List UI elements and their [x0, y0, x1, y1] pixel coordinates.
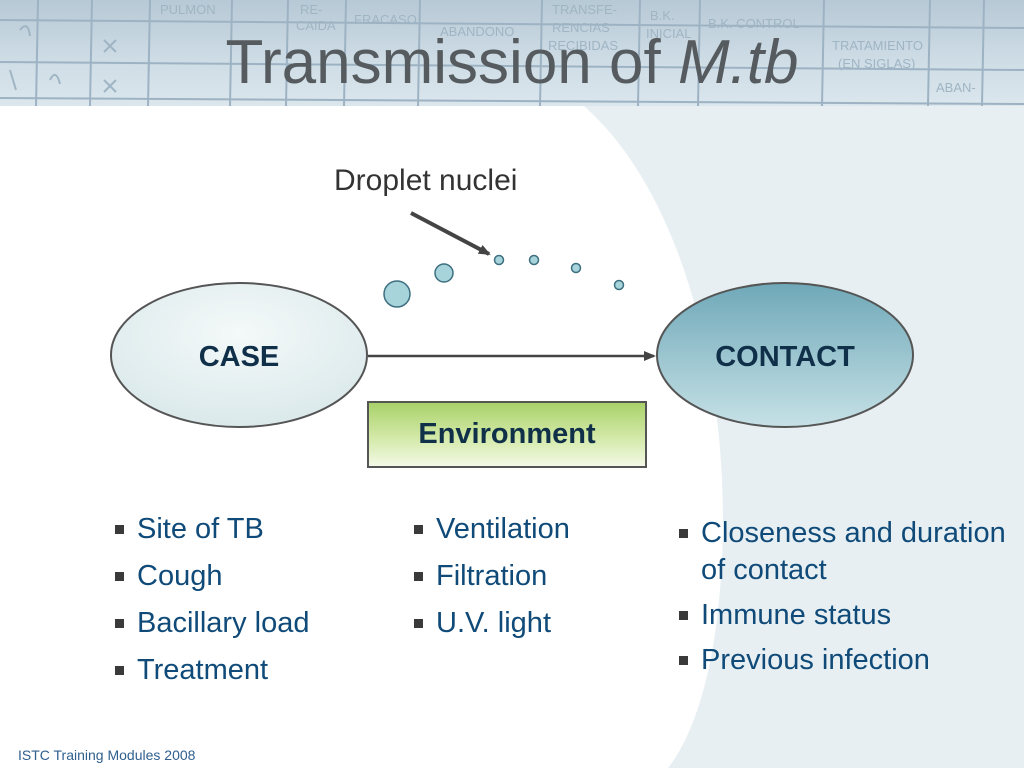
- droplet-nucleus: [613, 279, 625, 291]
- list-item: Previous infection: [677, 642, 1017, 679]
- contact-factors-list: Closeness and duration of contact Immune…: [677, 515, 1017, 687]
- list-item: Closeness and duration of contact: [677, 515, 1017, 589]
- list-item: Filtration: [412, 558, 570, 594]
- form-text: FRACASO: [354, 12, 417, 27]
- header-form-grid: PULMON RE- CAIDA FRACASO ABANDONO TRANSF…: [0, 0, 1024, 106]
- form-text: TRANSFE-: [552, 2, 617, 17]
- droplet-nucleus: [383, 280, 411, 308]
- case-node: [110, 282, 368, 428]
- contact-label: CONTACT: [715, 341, 855, 373]
- form-text: (EN SIGLAS): [838, 56, 915, 71]
- form-text: RENCIAS: [552, 20, 610, 35]
- form-text: RE-: [300, 2, 322, 17]
- droplet-nucleus: [570, 262, 582, 274]
- droplet-pointer-arrow: [410, 211, 491, 256]
- list-item: Cough: [113, 558, 309, 594]
- droplet-nuclei-label: Droplet nuclei: [334, 164, 518, 197]
- case-label: CASE: [199, 341, 280, 373]
- droplet-nucleus: [434, 263, 454, 283]
- contact-node: [656, 282, 914, 428]
- environment-label: Environment: [418, 418, 596, 450]
- page-title: Transmission of M.tb: [0, 28, 1024, 98]
- list-item: Immune status: [677, 597, 1017, 634]
- list-item: Bacillary load: [113, 605, 309, 641]
- form-text: ABANDONO: [440, 24, 514, 39]
- footer-credit: ISTC Training Modules 2008: [18, 747, 196, 763]
- form-text: RECIBIDAS: [548, 38, 618, 53]
- form-text: B.K. CONTROL: [708, 16, 800, 31]
- list-item: Site of TB: [113, 511, 309, 547]
- droplet-nucleus: [528, 254, 540, 266]
- form-text: INICIAL: [646, 26, 692, 41]
- title-text: Transmission of: [225, 28, 678, 97]
- title-italic: M.tb: [677, 28, 799, 97]
- list-item: Ventilation: [412, 511, 570, 547]
- list-item: Treatment: [113, 652, 309, 688]
- form-text: ABAN-: [936, 80, 976, 95]
- form-text: CAIDA: [296, 18, 336, 33]
- form-text: B.K.: [650, 8, 675, 23]
- header-band: PULMON RE- CAIDA FRACASO ABANDONO TRANSF…: [0, 0, 1024, 106]
- form-text: PULMON: [160, 2, 216, 17]
- form-text: TRATAMIENTO: [832, 38, 923, 53]
- environment-box: Environment: [367, 401, 647, 468]
- environment-factors-list: Ventilation Filtration U.V. light: [412, 511, 570, 652]
- list-item: U.V. light: [412, 605, 570, 641]
- droplet-nucleus: [493, 254, 505, 266]
- case-factors-list: Site of TB Cough Bacillary load Treatmen…: [113, 511, 309, 699]
